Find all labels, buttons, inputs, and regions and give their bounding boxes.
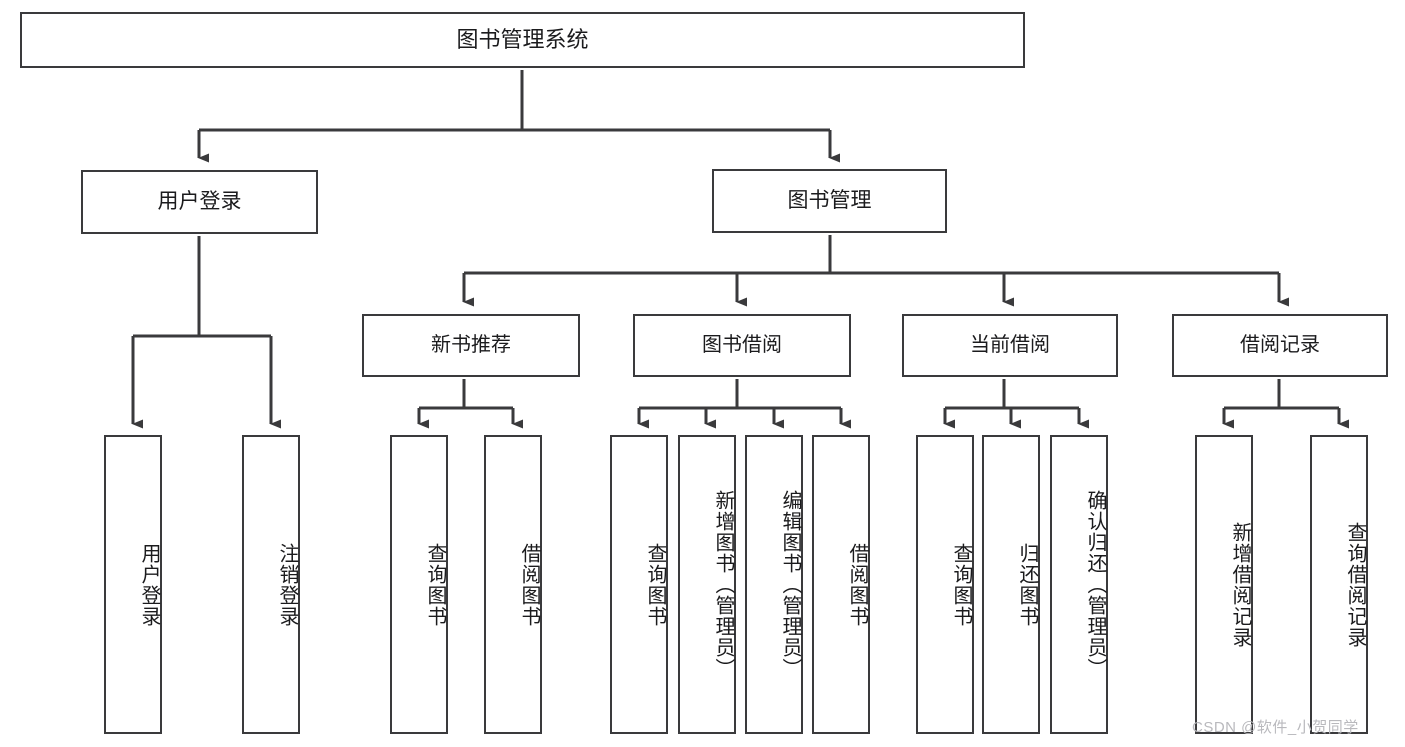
node-current-borrow-label: 当前借阅 — [970, 333, 1050, 356]
node-root-label: 图书管理系统 — [456, 27, 589, 53]
leaf-label: 查询图书 — [644, 542, 666, 627]
leaf-user-login-logout[interactable]: 注销登录 — [242, 435, 300, 734]
node-user-login[interactable]: 用户登录 — [81, 170, 318, 234]
leaf-label: 查询图书 — [950, 542, 972, 627]
node-new-book-recommend-label: 新书推荐 — [431, 333, 511, 356]
leaf-current-borrow-query[interactable]: 查询图书 — [916, 435, 974, 734]
node-user-login-label: 用户登录 — [157, 189, 242, 213]
node-borrow-records-label: 借阅记录 — [1240, 333, 1320, 356]
leaf-borrow-records-query[interactable]: 查询借阅记录 — [1310, 435, 1368, 734]
leaf-label: 新增借阅记录 — [1229, 521, 1251, 648]
node-borrow-records[interactable]: 借阅记录 — [1172, 314, 1388, 377]
node-book-management-label: 图书管理 — [787, 188, 872, 212]
leaf-label: 查询借阅记录 — [1344, 521, 1366, 648]
leaf-label: 新增图书（管理员） — [712, 490, 734, 679]
leaf-current-borrow-confirm-return[interactable]: 确认归还（管理员） — [1050, 435, 1108, 734]
node-current-borrow[interactable]: 当前借阅 — [902, 314, 1118, 377]
leaf-label: 注销登录 — [276, 542, 298, 627]
leaf-label: 查询图书 — [424, 542, 446, 627]
leaf-label: 编辑图书（管理员） — [779, 490, 801, 679]
leaf-current-borrow-return[interactable]: 归还图书 — [982, 435, 1040, 734]
leaf-label: 确认归还（管理员） — [1084, 490, 1106, 679]
leaf-user-login-login[interactable]: 用户登录 — [104, 435, 162, 734]
node-book-management[interactable]: 图书管理 — [712, 169, 947, 233]
leaf-label: 归还图书 — [1016, 542, 1038, 627]
node-book-borrow[interactable]: 图书借阅 — [633, 314, 851, 377]
leaf-book-borrow-add[interactable]: 新增图书（管理员） — [678, 435, 736, 734]
leaf-book-borrow-query[interactable]: 查询图书 — [610, 435, 668, 734]
leaf-new-book-borrow[interactable]: 借阅图书 — [484, 435, 542, 734]
leaf-label: 借阅图书 — [846, 542, 868, 627]
node-book-borrow-label: 图书借阅 — [702, 333, 782, 356]
leaf-label: 借阅图书 — [518, 542, 540, 627]
leaf-new-book-query[interactable]: 查询图书 — [390, 435, 448, 734]
node-new-book-recommend[interactable]: 新书推荐 — [362, 314, 580, 377]
node-root-system[interactable]: 图书管理系统 — [20, 12, 1025, 68]
leaf-book-borrow-borrow[interactable]: 借阅图书 — [812, 435, 870, 734]
leaf-book-borrow-edit[interactable]: 编辑图书（管理员） — [745, 435, 803, 734]
leaf-borrow-records-add[interactable]: 新增借阅记录 — [1195, 435, 1253, 734]
leaf-label: 用户登录 — [138, 542, 160, 627]
csdn-watermark: CSDN @软件_小贺同学 — [1192, 719, 1359, 736]
